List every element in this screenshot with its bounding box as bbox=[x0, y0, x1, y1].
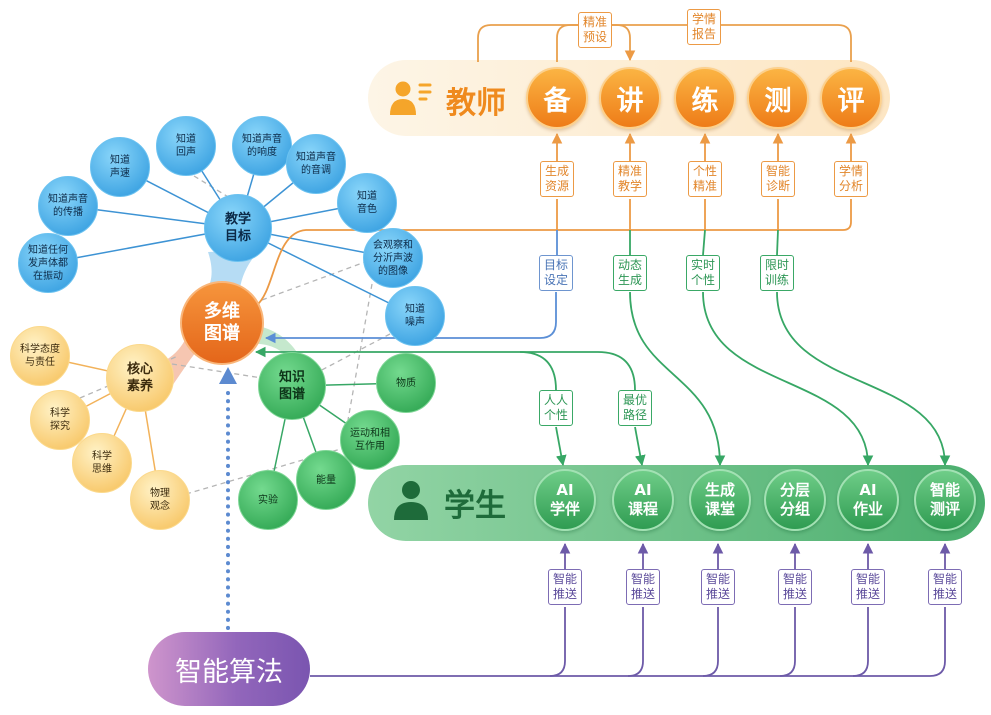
smart-algorithm-pill: 智能算法 bbox=[148, 632, 310, 706]
tag-timed-training: 限时 训练 bbox=[760, 255, 794, 291]
teaching-goals-center: 教学 目标 bbox=[204, 194, 272, 262]
student-stage-ai-homework: AI 作业 bbox=[837, 469, 899, 531]
student-icon bbox=[391, 478, 431, 526]
literacy-node: 物理 观念 bbox=[130, 470, 190, 530]
tag-precise-teaching: 精准 教学 bbox=[613, 161, 647, 197]
student-stage-ai-companion: AI 学伴 bbox=[534, 469, 596, 531]
student-title: 学生 bbox=[444, 488, 506, 524]
tag-smart-push: 智能 推送 bbox=[548, 569, 582, 605]
goal-node: 知道声音 的传播 bbox=[38, 176, 98, 236]
teacher-stage-prepare: 备 bbox=[526, 67, 588, 129]
goal-node: 知道任何 发声体都 在振动 bbox=[18, 233, 78, 293]
teacher-stage-practice: 练 bbox=[674, 67, 736, 129]
teacher-stage-lecture: 讲 bbox=[599, 67, 661, 129]
student-stage-ai-course: AI 课程 bbox=[612, 469, 674, 531]
teacher-stage-test: 测 bbox=[747, 67, 809, 129]
tag-smart-push: 智能 推送 bbox=[701, 569, 735, 605]
goal-node: 知道 回声 bbox=[156, 116, 216, 176]
green-drop bbox=[776, 229, 779, 256]
dashed-link bbox=[261, 261, 366, 301]
push-links bbox=[310, 542, 951, 677]
teacher-stage-evaluate: 评 bbox=[820, 67, 882, 129]
orange-trunk bbox=[255, 199, 852, 307]
personal-to-companion bbox=[555, 426, 567, 467]
timed-to-assessment bbox=[776, 291, 951, 467]
student-stage-generative-class: 生成 课堂 bbox=[689, 469, 751, 531]
hub-to-teacher bbox=[255, 132, 857, 307]
knowledge-node: 物质 bbox=[376, 353, 436, 413]
goal-node: 知道声音 的响度 bbox=[232, 116, 292, 176]
goal-node: 知道声音 的音调 bbox=[286, 134, 346, 194]
tag-realtime-personal: 实时 个性 bbox=[686, 255, 720, 291]
push-branch bbox=[549, 607, 566, 677]
green-branch bbox=[519, 351, 557, 391]
tag-precise-preset: 精准 预设 bbox=[578, 12, 612, 48]
student-stage-smart-assessment: 智能 测评 bbox=[914, 469, 976, 531]
realtime-to-homework bbox=[702, 291, 874, 467]
tag-personal-for-all: 人人 个性 bbox=[539, 390, 573, 426]
knowledge-node: 能量 bbox=[296, 450, 356, 510]
tag-learning-report: 学情 报告 bbox=[687, 9, 721, 45]
green-drop bbox=[702, 229, 706, 256]
tag-goal-setting: 目标 设定 bbox=[539, 255, 573, 291]
student-stage-tiered-grouping: 分层 分组 bbox=[764, 469, 826, 531]
tag-smart-push: 智能 推送 bbox=[626, 569, 660, 605]
goal-node: 知道 噪声 bbox=[385, 286, 445, 346]
push-branch bbox=[779, 607, 796, 677]
tag-smart-push: 智能 推送 bbox=[851, 569, 885, 605]
tag-learning-analysis: 学情 分析 bbox=[834, 161, 868, 197]
goal-node: 知道 声速 bbox=[90, 137, 150, 197]
tag-optimal-path: 最优 路径 bbox=[618, 390, 652, 426]
tag-dynamic-generate: 动态 生成 bbox=[613, 255, 647, 291]
literacy-node: 科学 思维 bbox=[72, 433, 132, 493]
teacher-loops bbox=[477, 24, 852, 62]
goal-node: 知道 音色 bbox=[337, 173, 397, 233]
knowledge-node: 运动和相 互作用 bbox=[340, 410, 400, 470]
tag-personal-precise: 个性 精准 bbox=[688, 161, 722, 197]
teacher-icon bbox=[388, 78, 434, 122]
dynamic-to-class bbox=[629, 291, 726, 467]
tag-smart-diagnosis: 智能 诊断 bbox=[761, 161, 795, 197]
literacy-node: 科学态度 与责任 bbox=[10, 326, 70, 386]
dashed-link bbox=[317, 333, 391, 373]
tag-smart-push: 智能 推送 bbox=[928, 569, 962, 605]
optimal-to-course bbox=[634, 426, 646, 467]
blue-return bbox=[264, 292, 557, 344]
multidimensional-graph-hub: 多维 图谱 bbox=[180, 281, 264, 365]
dashed-link bbox=[171, 363, 263, 379]
algorithm-arrowhead bbox=[219, 367, 237, 384]
push-branch bbox=[702, 607, 719, 677]
knowledge-graph-center: 知识 图谱 bbox=[258, 352, 326, 420]
push-branch bbox=[852, 607, 869, 677]
push-branch bbox=[627, 607, 644, 677]
core-literacy-center: 核心 素养 bbox=[106, 344, 174, 412]
green-links bbox=[254, 229, 951, 467]
tag-generate-resources: 生成 资源 bbox=[540, 161, 574, 197]
teacher-title: 教师 bbox=[446, 86, 506, 121]
goal-setting-link bbox=[264, 230, 558, 344]
loop-precise-preset bbox=[477, 24, 636, 62]
goal-node: 会观察和 分沂声波 的图像 bbox=[363, 228, 423, 288]
tag-smart-push: 智能 推送 bbox=[778, 569, 812, 605]
literacy-node: 科学 探究 bbox=[30, 390, 90, 450]
knowledge-node: 实验 bbox=[238, 470, 298, 530]
green-branch bbox=[597, 351, 636, 391]
push-trunk bbox=[310, 607, 946, 677]
